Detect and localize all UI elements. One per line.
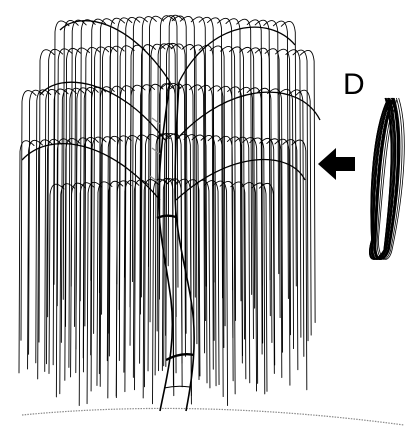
cut-mark	[152, 118, 160, 124]
step-label: D	[343, 70, 365, 100]
trunk-band-base	[164, 386, 190, 388]
hanging-branch	[292, 140, 307, 390]
limb-right-2	[176, 92, 320, 140]
hanging-branch	[226, 19, 241, 301]
hanging-branch	[119, 86, 134, 361]
hanging-branch	[195, 180, 210, 388]
hanging-branch	[124, 180, 139, 372]
hanging-branch	[218, 136, 233, 380]
canopy	[19, 15, 315, 405]
hanging-branch	[91, 137, 106, 391]
limb-left-1	[60, 21, 170, 82]
hanging-branch	[28, 140, 43, 369]
ground-line	[22, 408, 404, 425]
hanging-branch	[65, 138, 80, 380]
cut-branches-bundle-icon	[369, 98, 404, 259]
left-arrow-icon	[318, 148, 355, 180]
